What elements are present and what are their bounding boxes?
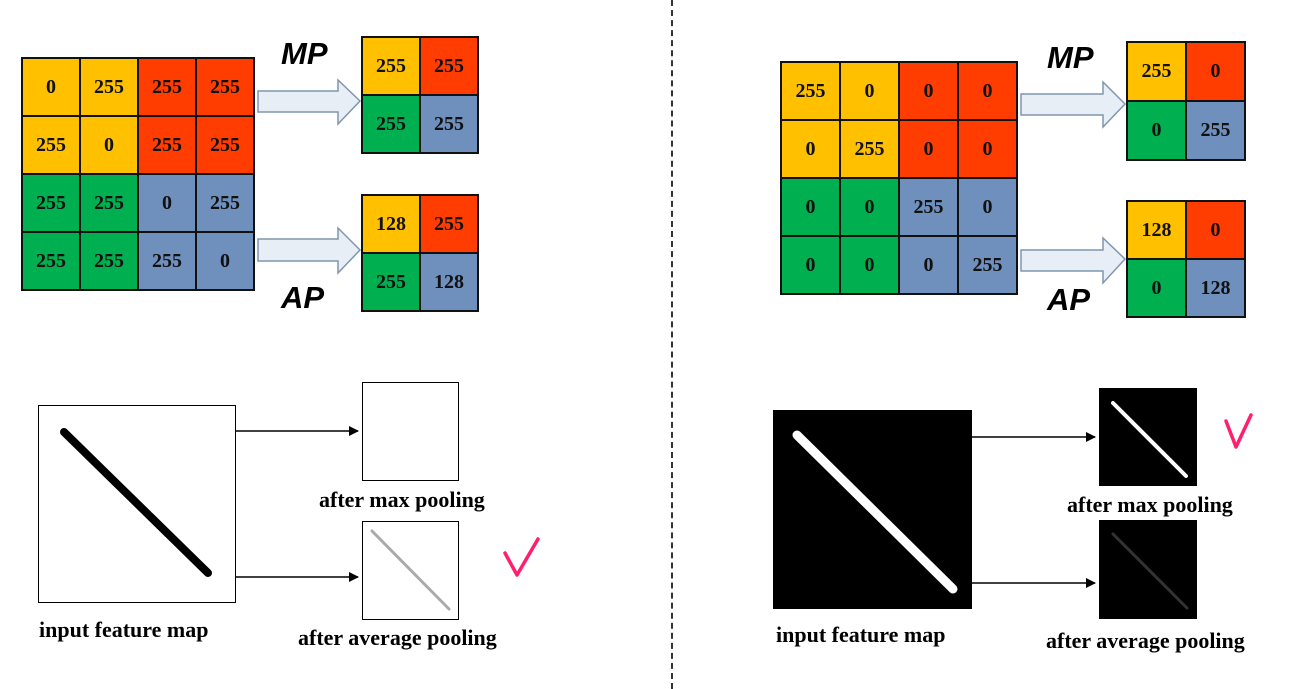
right-input-cell-r1-c1: 255 [781,62,840,120]
left-mp-output-cell-r2-c2: 255 [420,95,478,153]
left-input-diagonal [60,428,212,577]
left-input-cell-r2-c1: 255 [22,116,80,174]
left-input-cell-r4-c3: 255 [138,232,196,290]
right-ap-output-cell-r1-c1: 128 [1127,201,1186,259]
right-mp-output-cell-r2-c2: 255 [1186,101,1245,160]
right-ap-block-arrow [1020,236,1127,285]
right-avg-diagonal [1111,532,1189,610]
left-mp-output-cell-r1-c1: 255 [362,37,420,95]
right-mp-output-cell-r1-c2: 0 [1186,42,1245,101]
left-input-cell-r2-c3: 255 [138,116,196,174]
left-mp-label: MP [281,36,328,71]
left-ap-output-cell-r2-c1: 255 [362,253,420,311]
right-input-cell-r2-c4: 0 [958,120,1017,178]
left-input-cell-r3-c4: 255 [196,174,254,232]
left-max-caption: after max pooling [319,487,485,512]
left-max-pooling-image [362,382,459,481]
right-input-cell-r3-c1: 0 [781,178,840,236]
left-ap-output-cell-r1-c1: 128 [362,195,420,253]
right-input-cell-r3-c2: 0 [840,178,899,236]
left-input-cell-r3-c3: 0 [138,174,196,232]
right-input-cell-r4-c3: 0 [899,236,958,294]
right-input-cell-r1-c3: 0 [899,62,958,120]
left-input-cell-r1-c2: 255 [80,58,138,116]
left-mp-output-cell-r2-c1: 255 [362,95,420,153]
left-input-cell-r2-c2: 0 [80,116,138,174]
left-checkmark-icon [503,537,540,577]
right-input-cell-r4-c4: 255 [958,236,1017,294]
right-mp-output-cell-r2-c1: 0 [1127,101,1186,160]
right-ap-output-cell-r2-c2: 128 [1186,259,1245,317]
left-ap-output-cell-r2-c2: 128 [420,253,478,311]
right-input-cell-r2-c1: 0 [781,120,840,178]
right-input-cell-r3-c4: 0 [958,178,1017,236]
right-mp-label: MP [1047,40,1094,75]
left-input-cell-r3-c1: 255 [22,174,80,232]
right-ap-output-cell-r2-c1: 0 [1127,259,1186,317]
right-ap-output-cell-r1-c2: 0 [1186,201,1245,259]
right-input-cell-r4-c2: 0 [840,236,899,294]
left-mp-block-arrow [257,78,362,126]
right-max-caption: after max pooling [1067,492,1233,517]
left-input-caption: input feature map [39,617,209,642]
left-avg-diagonal [370,529,451,611]
left-input-cell-r4-c1: 255 [22,232,80,290]
left-input-cell-r3-c2: 255 [80,174,138,232]
left-input-cell-r1-c1: 0 [22,58,80,116]
left-ap-label: AP [281,280,325,315]
right-input-caption: input feature map [776,622,946,647]
left-ap-block-arrow [257,226,362,275]
left-ap-output-cell-r1-c2: 255 [420,195,478,253]
right-input-cell-r2-c3: 0 [899,120,958,178]
left-input-cell-r1-c3: 255 [138,58,196,116]
right-mp-output-cell-r1-c1: 255 [1127,42,1186,101]
left-input-cell-r4-c4: 0 [196,232,254,290]
right-input-cell-r4-c1: 0 [781,236,840,294]
left-avg-caption: after average pooling [298,625,497,650]
left-input-cell-r1-c4: 255 [196,58,254,116]
right-input-cell-r1-c2: 0 [840,62,899,120]
right-ap-label: AP [1047,282,1091,317]
left-input-cell-r2-c4: 255 [196,116,254,174]
right-max-diagonal [1111,401,1188,478]
left-mp-output-cell-r1-c2: 255 [420,37,478,95]
right-mp-block-arrow [1020,80,1127,129]
right-avg-caption: after average pooling [1046,628,1245,653]
right-input-cell-r3-c3: 255 [899,178,958,236]
right-input-diagonal [792,430,958,594]
right-input-cell-r1-c4: 0 [958,62,1017,120]
right-checkmark-icon [1224,413,1253,449]
left-input-cell-r4-c2: 255 [80,232,138,290]
panel-divider [671,0,673,689]
right-input-cell-r2-c2: 255 [840,120,899,178]
